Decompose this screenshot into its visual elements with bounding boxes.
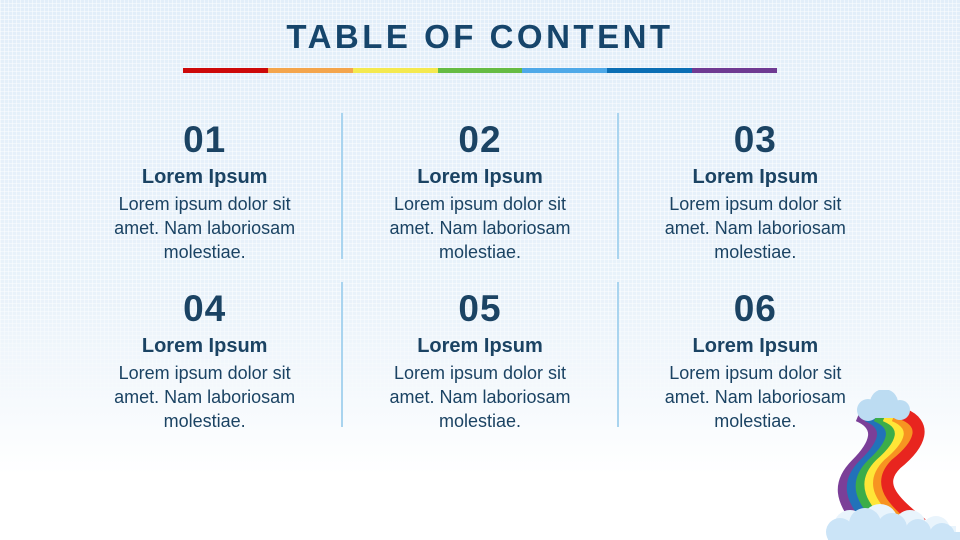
item-number: 03 [733, 119, 777, 160]
column-divider [616, 113, 619, 259]
toc-item: 05 Lorem Ipsum Lorem ipsum dolor sit ame… [343, 282, 616, 431]
column-divider [616, 282, 619, 427]
divider-segment-5 [522, 68, 608, 73]
toc-row-2: 04 Lorem Ipsum Lorem ipsum dolor sit ame… [68, 282, 892, 431]
divider-segment-2 [267, 68, 353, 73]
item-heading: Lorem Ipsum [417, 335, 543, 357]
column-divider [341, 282, 344, 427]
rainbow-band-blue [846, 410, 888, 528]
item-number: 04 [183, 288, 227, 329]
column-divider [341, 113, 344, 259]
rainbow-band-purple [837, 410, 880, 528]
rainbow-clouds-illustration [826, 390, 960, 540]
toc-item: 04 Lorem Ipsum Lorem ipsum dolor sit ame… [68, 282, 341, 431]
rainbow-bands [837, 408, 926, 529]
item-description: Lorem ipsum dolor sit amet. Nam laborios… [664, 363, 846, 431]
rainbow-band-green [855, 410, 897, 528]
item-heading: Lorem Ipsum [692, 166, 819, 188]
toc-item: 01 Lorem Ipsum Lorem ipsum dolor sit ame… [68, 113, 341, 262]
toc-item: 06 Lorem Ipsum Lorem ipsum dolor sit ame… [619, 282, 892, 431]
item-description: Lorem ipsum dolor sit amet. Nam laborios… [389, 363, 571, 431]
toc-item: 03 Lorem Ipsum Lorem ipsum dolor sit ame… [619, 113, 892, 262]
divider-segment-4 [437, 68, 523, 73]
item-number: 06 [733, 288, 777, 329]
item-description: Lorem ipsum dolor sit amet. Nam laborios… [114, 194, 296, 262]
divider-segment-6 [607, 68, 693, 73]
item-description: Lorem ipsum dolor sit amet. Nam laborios… [114, 363, 296, 431]
rainbow-divider [183, 68, 778, 73]
item-number: 01 [183, 119, 227, 160]
divider-segment-7 [692, 68, 778, 73]
rainbow-band-red [881, 408, 926, 529]
divider-segment-3 [352, 68, 438, 73]
bottom-cloud [826, 508, 960, 540]
item-heading: Lorem Ipsum [141, 166, 268, 188]
item-heading: Lorem Ipsum [692, 335, 819, 357]
item-description: Lorem ipsum dolor sit amet. Nam laborios… [664, 194, 846, 262]
item-number: 02 [458, 119, 502, 160]
item-number: 05 [458, 288, 502, 329]
divider-segment-1 [183, 68, 268, 73]
item-heading: Lorem Ipsum [417, 166, 543, 188]
item-description: Lorem ipsum dolor sit amet. Nam laborios… [389, 194, 571, 262]
toc-row-1: 01 Lorem Ipsum Lorem ipsum dolor sit ame… [68, 113, 892, 262]
top-cloud [857, 390, 910, 421]
item-heading: Lorem Ipsum [141, 335, 268, 357]
page-title: TABLE OF CONTENT [286, 18, 674, 55]
toc-item: 02 Lorem Ipsum Lorem ipsum dolor sit ame… [343, 113, 616, 262]
